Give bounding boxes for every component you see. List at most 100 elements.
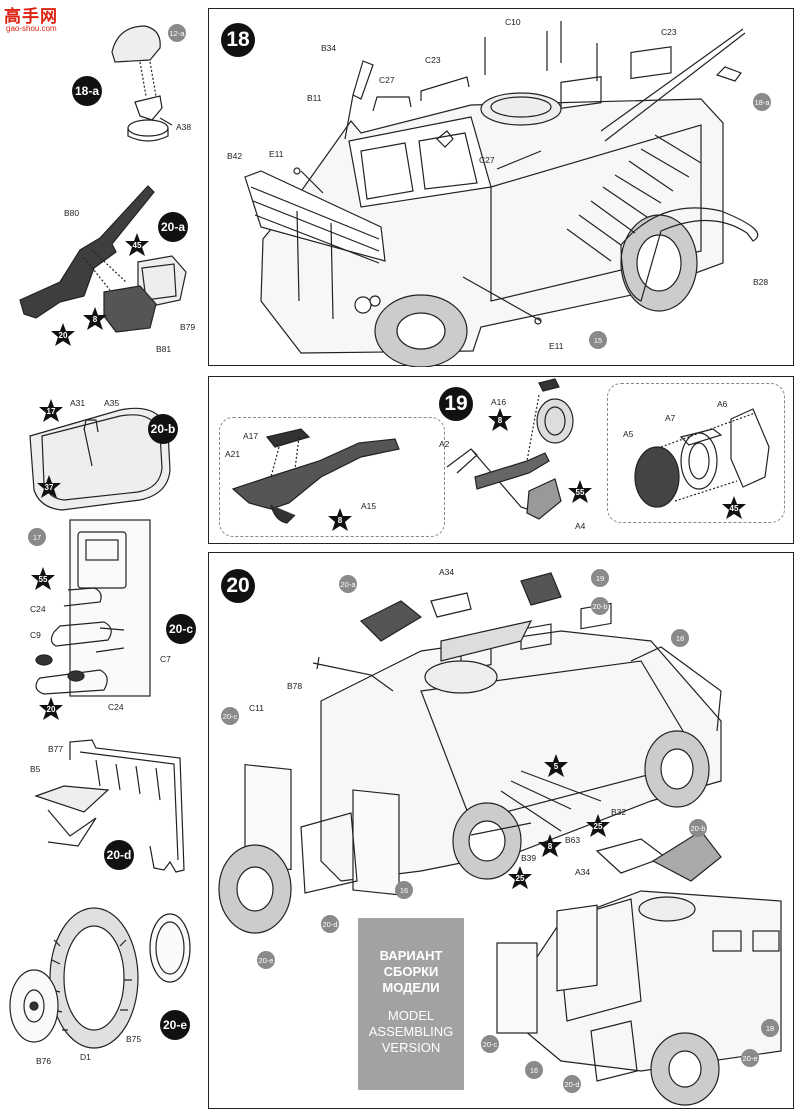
detail-inset-left [219, 417, 445, 537]
part-a34-lower: A34 [575, 867, 591, 877]
callout-19: 19 [591, 569, 609, 587]
callout-20d-lower: 20-d [563, 1075, 581, 1093]
assembly-variant-note: ВАРИАНТ СБОРКИ МОДЕЛИ MODEL ASSEMBLING V… [358, 918, 464, 1090]
step-badge-20c: 20-c [166, 614, 196, 644]
step-19-drawing [231, 378, 770, 524]
part-b39: B39 [521, 853, 537, 863]
callout-12a: 12-a [168, 24, 186, 42]
cement-star-45: 45 [721, 495, 747, 521]
step-20-drawing [218, 572, 782, 1106]
part-a35: A35 [104, 398, 120, 408]
cement-star-20c: 20 [38, 696, 64, 722]
variant-en-line1: MODEL [387, 1008, 435, 1023]
part-e11-bottom: E11 [549, 341, 564, 351]
part-a38: A38 [176, 122, 192, 132]
cement-star-8-mid: 8 [487, 407, 513, 433]
cement-star-55: 55 [567, 479, 593, 505]
callout-18-top: 18 [671, 629, 689, 647]
variant-en-line3: VERSION [381, 1040, 441, 1055]
cement-star-8-left: 8 [327, 507, 353, 533]
part-a7: A7 [665, 413, 676, 423]
callout-16-upper: 16 [395, 881, 413, 899]
callout-20d-upper: 20-d [321, 915, 339, 933]
part-c23-left: C23 [425, 55, 441, 65]
part-b42: B42 [227, 151, 243, 161]
callout-20e-lower: 20-e [741, 1049, 759, 1067]
part-c11: C11 [249, 703, 264, 713]
cement-star-25-upper: 25 [585, 813, 611, 839]
callout-20c-left: 20-c [221, 707, 239, 725]
part-b11: B11 [307, 93, 322, 103]
logo-url: gao-shou.com [6, 24, 57, 33]
step-badge-20e: 20-e [160, 1010, 190, 1040]
part-c23-right: C23 [661, 27, 677, 37]
step-18-number: 18 [221, 23, 255, 57]
part-a5: A5 [623, 429, 634, 439]
part-a6: A6 [717, 399, 728, 409]
logo-text: 高手网 [4, 7, 58, 27]
step-19-panel: 19 A17 A21 A15 A16 A2 A4 A7 A6 A5 8 8 55… [208, 376, 794, 544]
part-d1: D1 [80, 1052, 91, 1062]
variant-ru-line1: ВАРИАНТ [379, 948, 443, 963]
part-b79: B79 [180, 322, 196, 332]
part-b80: B80 [64, 208, 80, 218]
cement-star-17: 17 [38, 398, 64, 424]
step-20-number: 20 [221, 569, 255, 603]
part-a17: A17 [243, 431, 259, 441]
part-c7: C7 [160, 654, 171, 664]
part-b81: B81 [156, 344, 172, 354]
part-a15: A15 [361, 501, 377, 511]
part-c9: C9 [30, 630, 41, 640]
part-a16: A16 [491, 397, 507, 407]
callout-20e-upper: 20-e [257, 951, 275, 969]
part-b78: B78 [287, 681, 303, 691]
cement-star-8: 8 [82, 306, 108, 332]
variant-ru-line3: МОДЕЛИ [382, 980, 440, 995]
part-b28: B28 [753, 277, 769, 287]
variant-ru-line2: СБОРКИ [383, 964, 439, 979]
detail-inset-right [607, 383, 785, 523]
part-c24-bottom: C24 [108, 702, 124, 712]
part-a21: A21 [225, 449, 241, 459]
cement-star-37: 37 [36, 474, 62, 500]
site-logo: 高手网 gao-shou.com [4, 2, 74, 38]
part-a2: A2 [439, 439, 450, 449]
step-20-panel: 20 20-a A34 19 20-b 18 B78 C11 20-c 5 B3… [208, 552, 794, 1109]
part-b34: B34 [321, 43, 337, 53]
step-badge-20d: 20-d [104, 840, 134, 870]
callout-18a: 18-a [753, 93, 771, 111]
part-a31: A31 [70, 398, 86, 408]
part-b32: B32 [611, 807, 627, 817]
callout-20b-lower: 20-b [689, 819, 707, 837]
callout-20a-top: 20-a [339, 575, 357, 593]
part-a34-top: A34 [439, 567, 455, 577]
callout-20b-top: 20-b [591, 597, 609, 615]
callout-18-lower: 18 [761, 1019, 779, 1037]
part-c27-top: C27 [379, 75, 395, 85]
part-b76: B76 [36, 1056, 52, 1066]
part-b77: B77 [48, 744, 64, 754]
cement-star-45: 45 [124, 232, 150, 258]
cement-star-25-lower: 25 [507, 865, 533, 891]
step-18-panel: 18 C10 C23 B34 C27 C23 B11 B42 E11 C27 B… [208, 8, 794, 367]
part-b75: B75 [126, 1034, 142, 1044]
part-b63: B63 [565, 835, 581, 845]
cement-star-20: 20 [50, 322, 76, 348]
callout-17: 17 [28, 528, 46, 546]
cement-star-55: 55 [30, 566, 56, 592]
cement-star-5: 5 [543, 753, 569, 779]
step-badge-20a: 20-a [158, 212, 188, 242]
cement-star-8: 8 [537, 833, 563, 859]
part-b5: B5 [30, 764, 41, 774]
callout-20c-lower: 20-c [481, 1035, 499, 1053]
step-18-drawing [244, 21, 759, 367]
callout-16-lower: 16 [525, 1061, 543, 1079]
step-badge-18a: 18-a [72, 76, 102, 106]
part-c24-top: C24 [30, 604, 46, 614]
variant-en-line2: ASSEMBLING [368, 1024, 454, 1039]
part-c27-mid: C27 [479, 155, 495, 165]
part-a4: A4 [575, 521, 586, 531]
callout-15: 15 [589, 331, 607, 349]
step-badge-20b: 20-b [148, 414, 178, 444]
